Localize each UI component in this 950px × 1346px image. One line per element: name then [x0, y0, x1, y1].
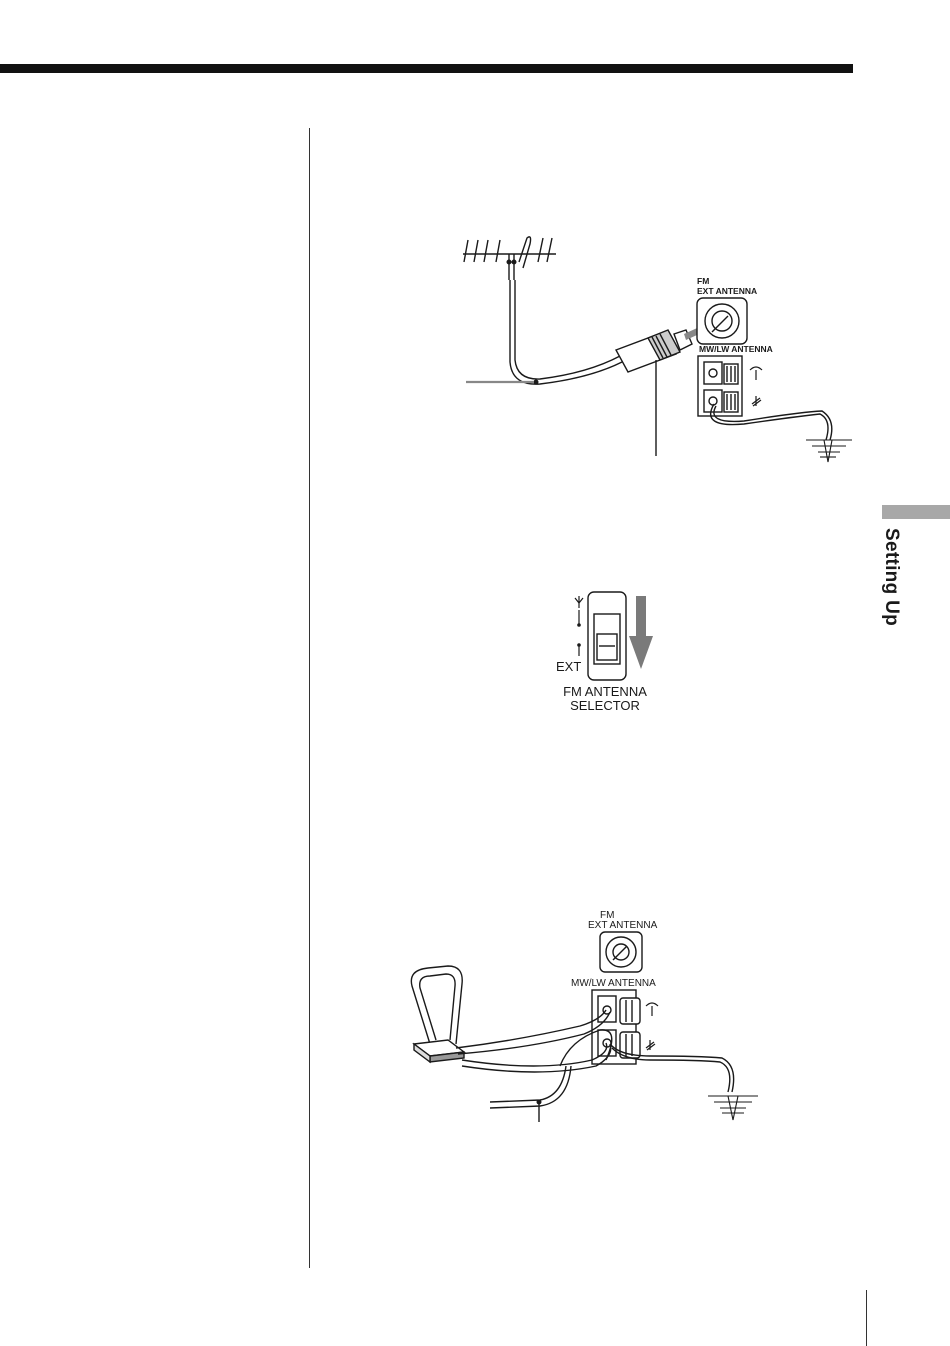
figure-external-fm-antenna	[463, 237, 852, 462]
selector-switch-knob[interactable]	[597, 634, 617, 660]
yagi-antenna-icon	[463, 237, 556, 280]
figure-mwlw-loop-antenna	[411, 932, 758, 1122]
fig1-mwlw-label: MW/LW ANTENNA	[699, 344, 773, 354]
ground-symbol-icon	[752, 396, 761, 406]
fm-ext-antenna-jack	[697, 298, 747, 344]
coaxial-cable	[510, 280, 622, 384]
mwlw-antenna-terminal	[698, 356, 742, 416]
fig2-selector-line2: SELECTOR	[570, 698, 640, 713]
fig3-fm-label-line2: EXT ANTENNA	[588, 920, 658, 931]
fig3-mwlw-label: MW/LW ANTENNA	[571, 978, 656, 989]
mwlw-antenna-terminal	[592, 990, 640, 1064]
earth-ground-icon	[806, 440, 852, 462]
fig2-ext-label: EXT	[556, 659, 581, 674]
fig1-fm-label-line2: EXT ANTENNA	[697, 286, 757, 296]
figure-fm-antenna-selector	[575, 592, 653, 680]
ground-symbol-icon	[646, 1040, 655, 1050]
fig1-fm-label-line1: FM	[697, 276, 709, 286]
fig2-selector-line1: FM ANTENNA	[563, 684, 647, 699]
coax-plug-icon	[616, 330, 692, 372]
earth-ground-icon	[708, 1096, 758, 1120]
loop-antenna-wire	[456, 1010, 606, 1048]
fm-ext-antenna-jack	[600, 932, 642, 972]
loop-antenna-symbol-icon	[750, 367, 762, 380]
loop-antenna-symbol-icon	[646, 1003, 658, 1016]
antenna-symbol-icon	[575, 596, 583, 608]
slide-down-arrow-icon	[629, 596, 653, 669]
